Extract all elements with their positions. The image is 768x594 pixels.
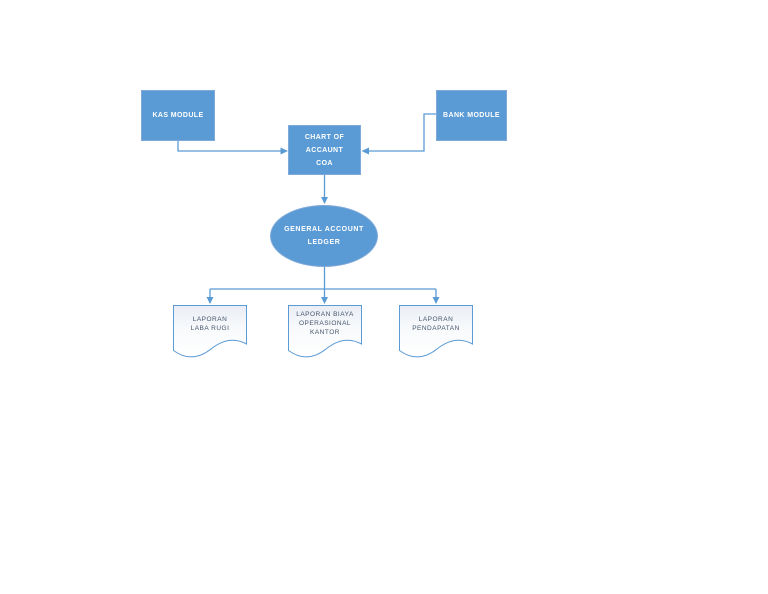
node-label: LAPORAN — [192, 316, 228, 323]
arrowhead-down-icon — [321, 197, 328, 204]
node-laporan-pendapatan: LAPORAN PENDAPATAN — [399, 306, 473, 342]
arrowhead-down-icon — [321, 297, 328, 304]
node-laporan-biaya-operasional: LAPORAN BIAYA OPERASIONAL KANTOR — [288, 304, 362, 342]
connector-ledger-branch — [209, 267, 437, 298]
node-label: COA — [316, 159, 333, 167]
node-label: CHART OF — [304, 133, 345, 141]
node-label: LEDGER — [307, 239, 341, 246]
node-label: LAPORAN BIAYA — [296, 310, 354, 318]
document-shape-pendapatan — [399, 305, 473, 358]
node-laporan-laba-rugi: LAPORAN LABA RUGI — [173, 306, 247, 342]
connector-kas-to-coa — [177, 141, 281, 152]
node-label: ACCAUNT — [305, 146, 344, 154]
node-label: PENDAPATAN — [412, 325, 460, 332]
node-label: KAS MODULE — [152, 112, 204, 119]
arrowhead-right-icon — [280, 147, 288, 155]
arrowhead-left-icon — [361, 147, 369, 155]
connector-bank-to-coa — [369, 113, 436, 152]
arrowhead-down-icon — [206, 297, 214, 304]
node-label: KANTOR — [310, 328, 340, 336]
node-general-account-ledger: GENERAL ACCOUNT LEDGER — [270, 205, 378, 267]
document-shape-biaya-operasional — [288, 305, 362, 358]
node-label: OPERASIONAL — [298, 319, 352, 327]
arrowhead-down-icon — [432, 297, 440, 304]
node-bank-module: BANK MODULE — [436, 90, 507, 141]
node-kas-module: KAS MODULE — [141, 90, 215, 141]
node-label: GENERAL ACCOUNT — [284, 226, 364, 233]
node-label: BANK MODULE — [443, 112, 500, 119]
node-label: LABA RUGI — [190, 325, 230, 332]
document-shape-laba-rugi — [173, 305, 247, 358]
node-label: LAPORAN — [418, 316, 454, 323]
node-chart-of-account: CHART OF ACCAUNT COA — [288, 125, 361, 175]
